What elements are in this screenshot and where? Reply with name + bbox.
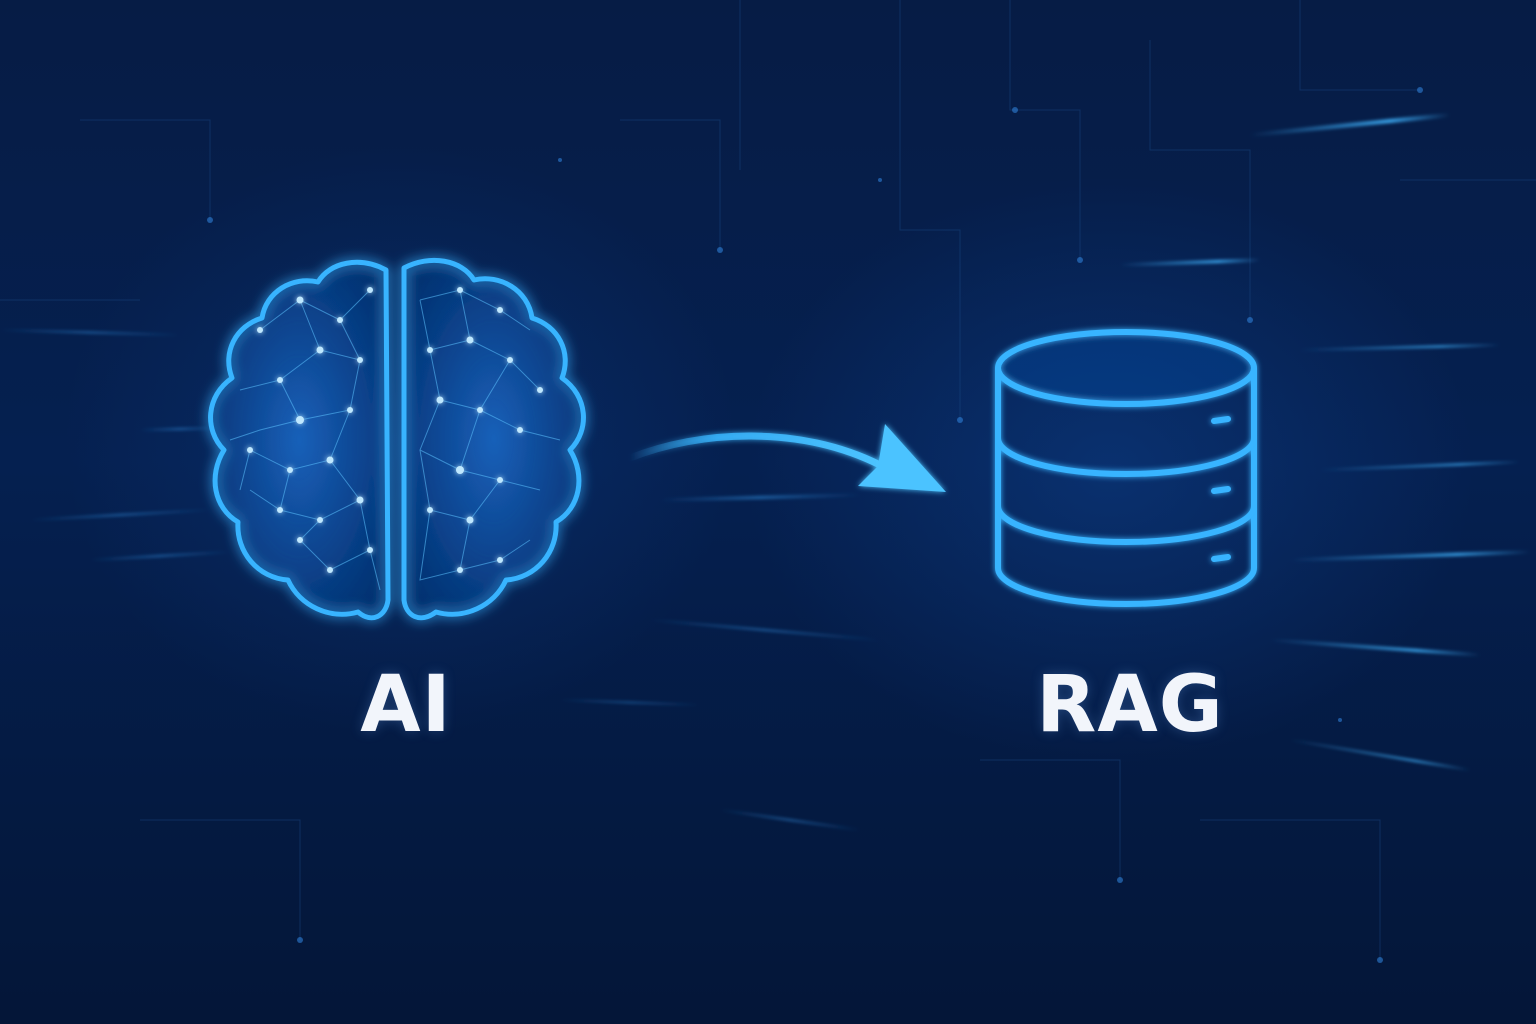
brain-left-hemisphere: [208, 259, 391, 621]
circuit-dots: [207, 87, 1423, 963]
circuit-lines: [0, 0, 1536, 960]
node-label-rag: RAG: [1036, 660, 1224, 750]
brain-neural-nodes: [247, 287, 543, 573]
brain-icon: [208, 257, 586, 621]
node-label-ai: AI: [360, 660, 452, 750]
light-streaks: [0, 113, 1531, 831]
arrow-right-icon: [626, 424, 946, 492]
database-icon: [995, 329, 1257, 608]
brain-right-hemisphere: [401, 257, 586, 621]
